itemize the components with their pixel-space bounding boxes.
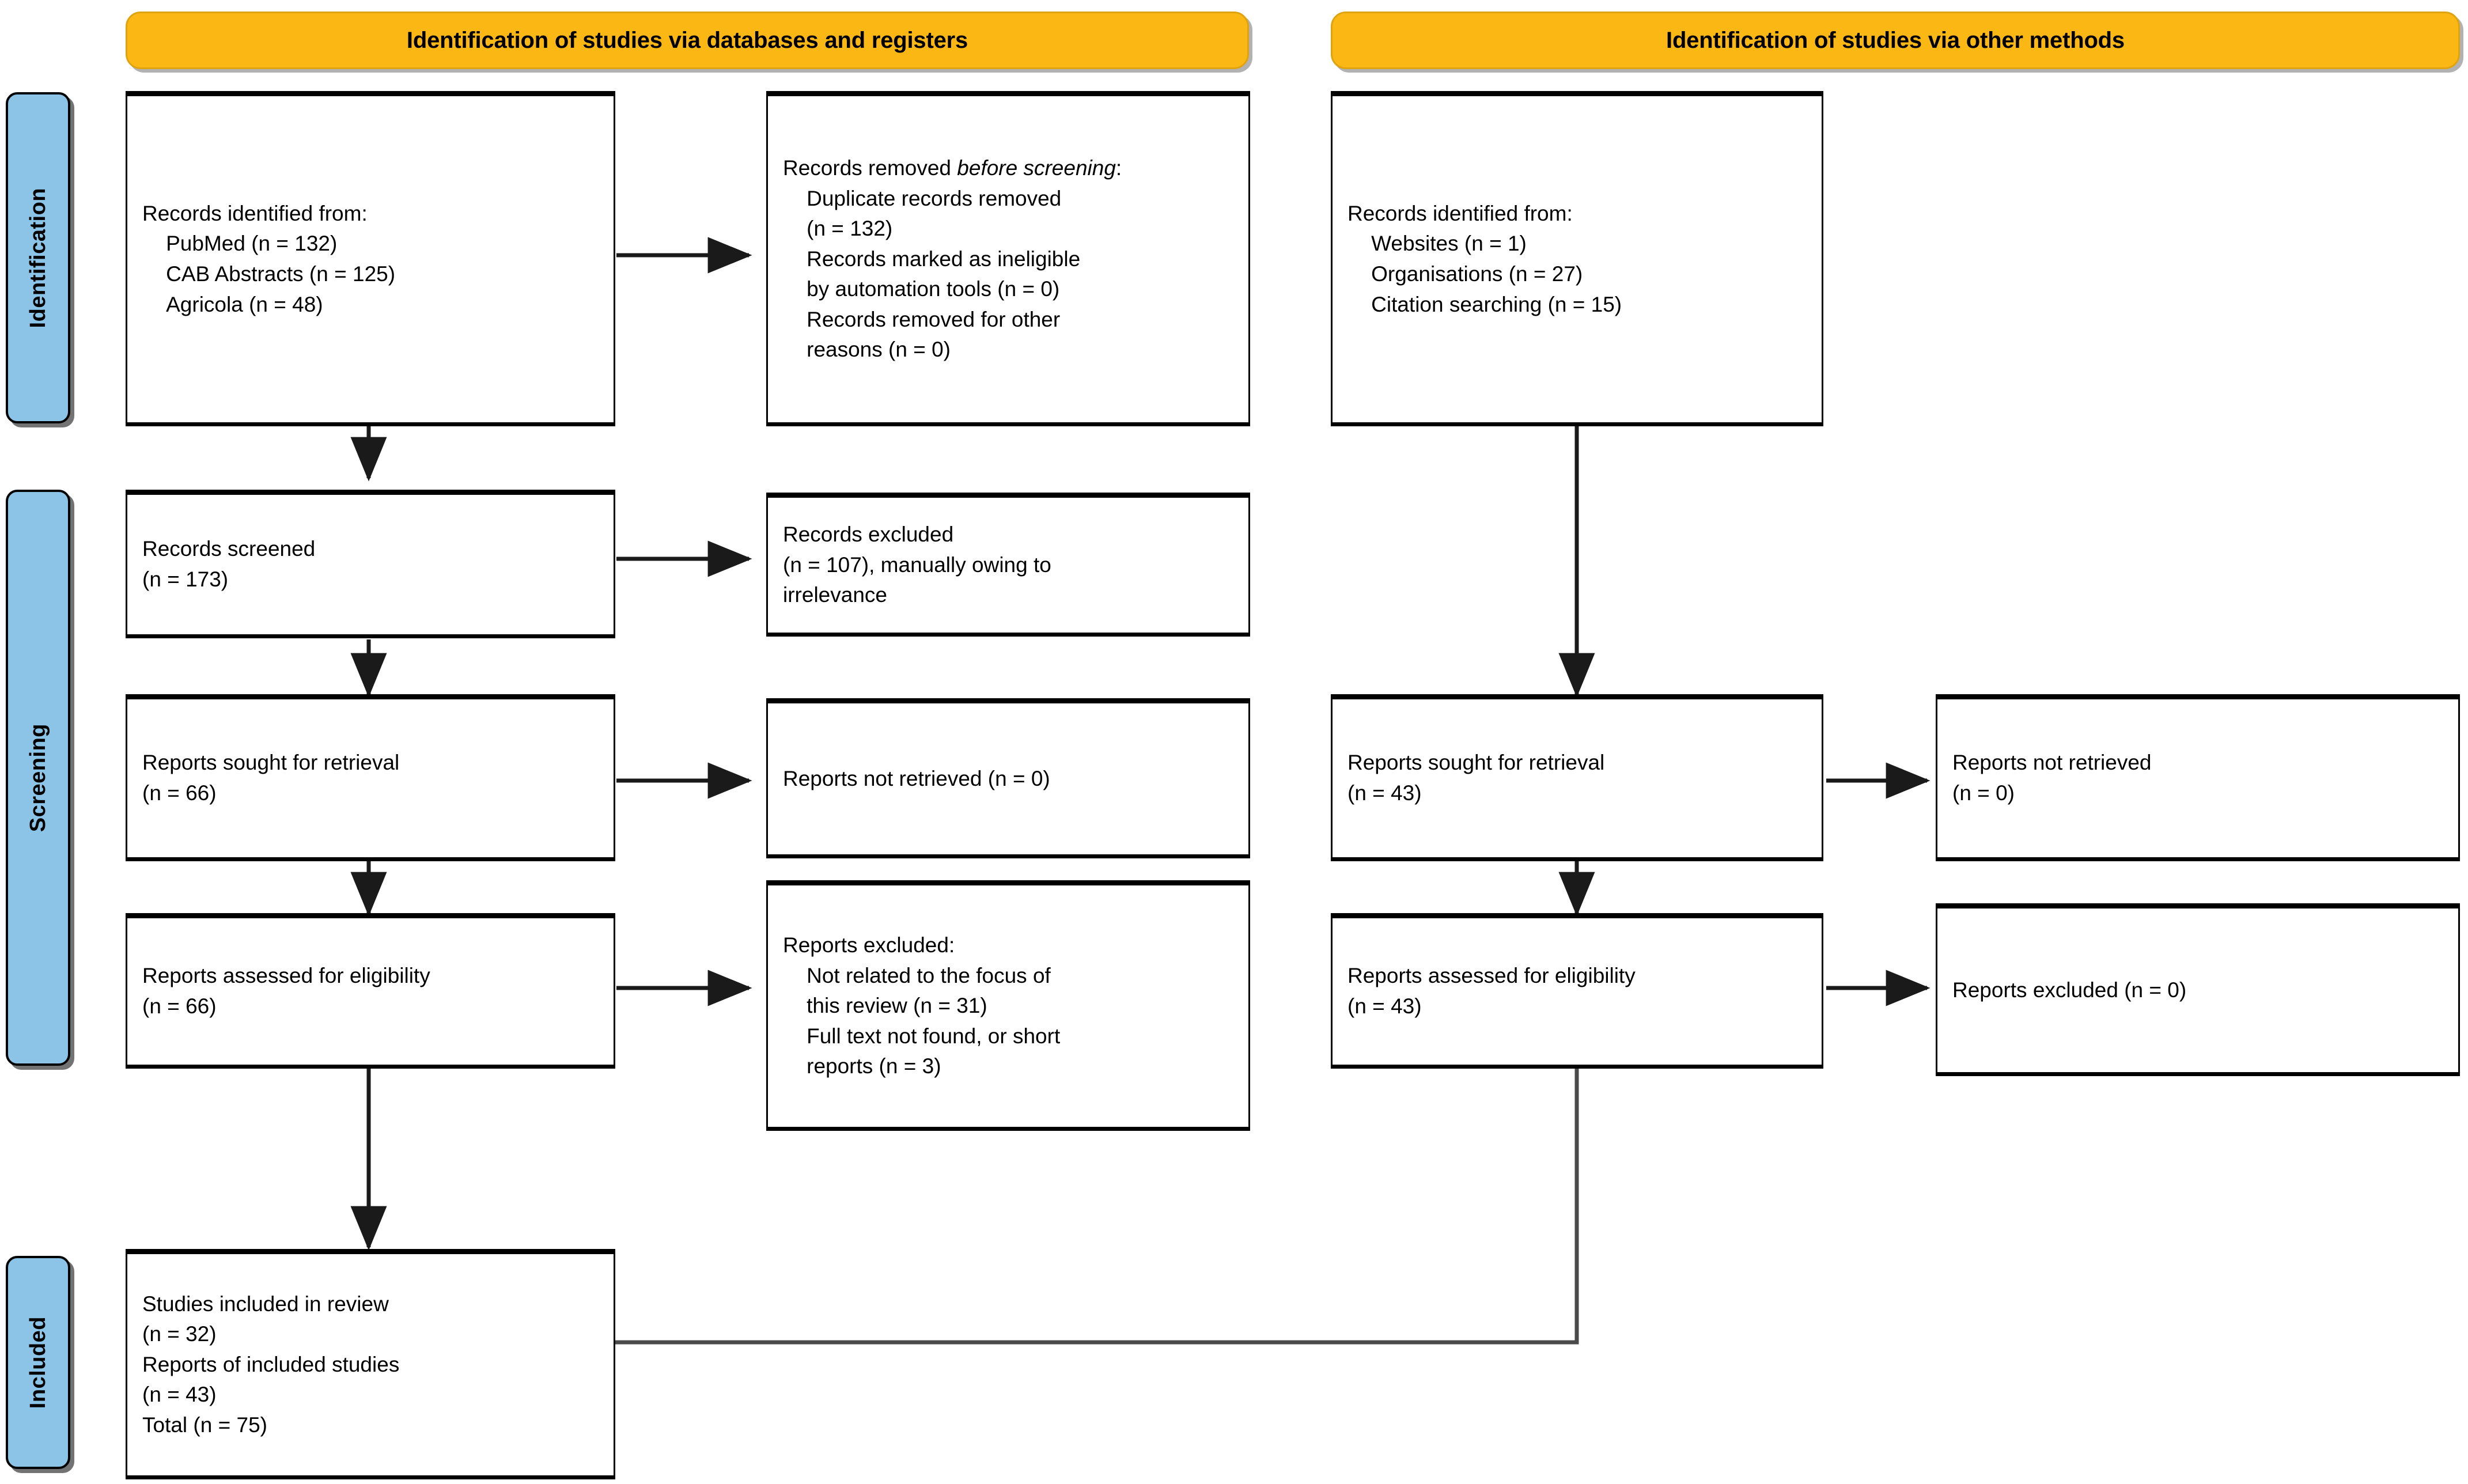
box-reports-sought-databases-text: Reports sought for retrieval (n = 66) <box>142 751 400 805</box>
box-records-removed-before-screening: Records removed before screening: Duplic… <box>766 91 1250 426</box>
stage-label-screening: Screening <box>6 490 70 1066</box>
stage-label-identification-text: Identification <box>25 187 50 328</box>
box-records-screened-text: Records screened (n = 173) <box>142 537 316 591</box>
box-reports-excluded-databases: Reports excluded: Not related to the foc… <box>766 880 1250 1131</box>
removed-items: Duplicate records removed (n = 132) Reco… <box>807 186 1081 362</box>
box-reports-assessed-other-text: Reports assessed for eligibility (n = 43… <box>1347 964 1636 1018</box>
removed-heading-suffix: : <box>1115 156 1122 180</box>
box-reports-assessed-databases-text: Reports assessed for eligibility (n = 66… <box>142 964 430 1018</box>
box-studies-included-text: Studies included in review (n = 32) Repo… <box>142 1292 400 1437</box>
box-reports-excluded-other-text: Reports excluded (n = 0) <box>1952 978 2187 1002</box>
box-reports-not-retrieved-databases: Reports not retrieved (n = 0) <box>766 698 1250 858</box>
stage-label-screening-text: Screening <box>25 723 50 832</box>
box-reports-not-retrieved-other-text: Reports not retrieved (n = 0) <box>1952 751 2152 805</box>
box-records-identified-databases: Records identified from: PubMed (n = 132… <box>126 91 615 426</box>
stage-label-included: Included <box>6 1256 70 1469</box>
box-reports-not-retrieved-other: Reports not retrieved (n = 0) <box>1936 694 2460 861</box>
stage-label-identification: Identification <box>6 92 70 423</box>
box-records-excluded: Records excluded (n = 107), manually owi… <box>766 493 1250 637</box>
banner-databases-and-registers: Identification of studies via databases … <box>126 12 1249 69</box>
box-studies-included: Studies included in review (n = 32) Repo… <box>126 1249 615 1479</box>
box-records-excluded-text: Records excluded (n = 107), manually owi… <box>783 523 1051 607</box>
removed-heading-italic: before screening <box>957 156 1116 180</box>
box-reports-not-retrieved-databases-text: Reports not retrieved (n = 0) <box>783 766 1050 790</box>
box-reports-sought-other-text: Reports sought for retrieval (n = 43) <box>1347 751 1605 805</box>
box-reports-sought-databases: Reports sought for retrieval (n = 66) <box>126 694 615 861</box>
box-reports-excluded-databases-text: Reports excluded: Not related to the foc… <box>783 933 1061 1078</box>
banner-other-methods: Identification of studies via other meth… <box>1331 12 2460 69</box>
box-records-identified-other-text: Records identified from: Websites (n = 1… <box>1347 201 1622 316</box>
box-records-removed-before-screening-text: Records removed before screening: Duplic… <box>768 153 1248 365</box>
box-records-identified-other: Records identified from: Websites (n = 1… <box>1331 91 1823 426</box>
removed-heading-prefix: Records removed <box>783 156 957 180</box>
stage-label-included-text: Included <box>25 1316 50 1409</box>
box-records-identified-databases-text: Records identified from: PubMed (n = 132… <box>142 201 396 316</box>
box-reports-assessed-databases: Reports assessed for eligibility (n = 66… <box>126 913 615 1069</box>
box-reports-sought-other: Reports sought for retrieval (n = 43) <box>1331 694 1823 861</box>
box-records-screened: Records screened (n = 173) <box>126 490 615 638</box>
box-reports-excluded-other: Reports excluded (n = 0) <box>1936 903 2460 1076</box>
box-reports-assessed-other: Reports assessed for eligibility (n = 43… <box>1331 913 1823 1069</box>
